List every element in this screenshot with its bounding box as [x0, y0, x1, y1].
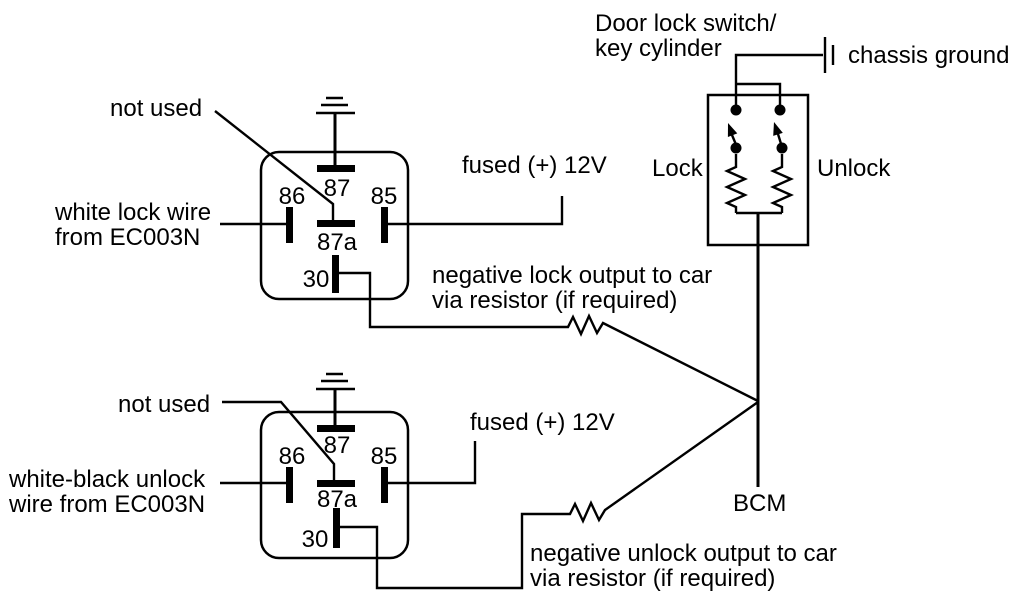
lock-fused-wire	[388, 196, 564, 226]
unlock-output-label-line2: via resistor (if required)	[530, 565, 775, 592]
terminal-86	[286, 467, 293, 503]
terminal-30	[332, 255, 339, 293]
door-switch-title-line2: key cylinder	[595, 35, 722, 62]
pin-86-label: 86	[279, 183, 306, 210]
terminal-87a	[317, 480, 355, 487]
lock-not-used-line	[214, 110, 335, 220]
pin-87a-label: 87a	[317, 486, 358, 513]
relay-body	[259, 150, 410, 301]
terminal-87	[317, 165, 355, 172]
door-lock-switch	[706, 37, 835, 487]
ground-icon	[316, 372, 355, 427]
terminal-86	[286, 207, 293, 243]
lock-not-used-label: not used	[110, 95, 202, 122]
unlock-relay: 87 86 85 87a 30	[259, 372, 410, 560]
unlock-top-contact	[774, 104, 786, 116]
relay-body	[259, 410, 410, 560]
unlock-label: Unlock	[817, 155, 891, 182]
pin-87a-label: 87a	[317, 229, 358, 256]
lock-top-contact	[730, 104, 742, 116]
lock-label: Lock	[652, 155, 704, 182]
pin-30-label: 30	[302, 526, 329, 553]
lock-resistor	[724, 154, 748, 213]
unlock-not-used-label: not used	[118, 391, 210, 418]
pin-87-label: 87	[324, 432, 351, 459]
switch-ground-wire	[734, 53, 823, 110]
terminal-87a	[317, 220, 355, 227]
unlock-wiper-contact	[776, 142, 788, 154]
terminal-85	[381, 467, 388, 503]
terminal-30	[333, 508, 340, 548]
chassis-ground-icon	[823, 37, 835, 73]
unlock-output-wire-with-resistor	[340, 401, 759, 590]
lock-input-label-line1: white lock wire	[54, 199, 211, 226]
lock-relay: 87 86 85 87a 30	[259, 96, 410, 301]
lock-input-label-line2: from EC003N	[55, 224, 200, 251]
pin-85-label: 85	[371, 183, 398, 210]
lock-output-label-line1: negative lock output to car	[432, 262, 712, 289]
pin-86-label: 86	[279, 443, 306, 470]
pin-87-label: 87	[324, 175, 351, 202]
terminal-87	[317, 425, 355, 432]
lock-output-wire-with-resistor	[339, 271, 759, 403]
chassis-ground-label: chassis ground	[848, 42, 1009, 69]
lock-fused-label: fused (+) 12V	[462, 152, 607, 179]
unlock-arrow-icon	[773, 122, 784, 148]
unlock-resistor	[770, 154, 794, 213]
pin-85-label: 85	[371, 443, 398, 470]
unlock-input-label-line1: white-black unlock	[8, 466, 206, 493]
lock-output-label-line2: via resistor (if required)	[432, 287, 677, 314]
unlock-input-label-line2: wire from EC003N	[8, 491, 205, 518]
terminal-85	[381, 207, 388, 243]
door-switch-title-line1: Door lock switch/	[595, 10, 777, 37]
unlock-output-label-line1: negative unlock output to car	[530, 540, 837, 567]
bcm-label: BCM	[733, 490, 786, 517]
lock-wiper-contact	[730, 142, 742, 154]
pin-30-label: 30	[303, 266, 330, 293]
switch-ground-jumper	[736, 82, 782, 110]
ground-icon	[316, 96, 355, 167]
unlock-fused-label: fused (+) 12V	[470, 409, 615, 436]
lock-arrow-icon	[727, 123, 739, 148]
unlock-not-used-line	[222, 400, 336, 480]
unlock-fused-wire	[388, 441, 477, 485]
